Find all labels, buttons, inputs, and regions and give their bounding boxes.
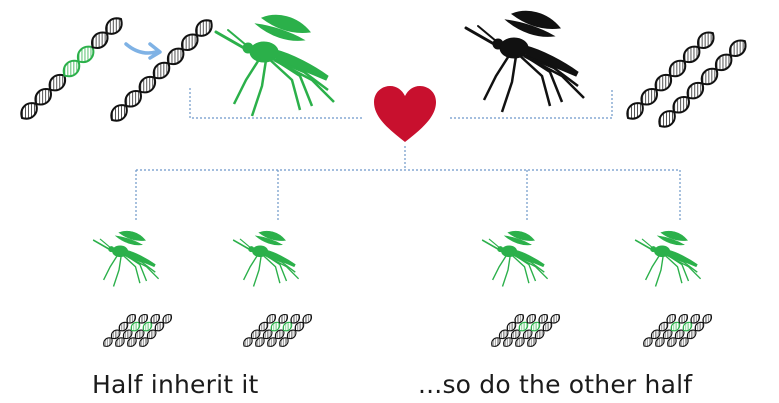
mosquito-black-icon bbox=[466, 11, 584, 112]
heart-icon bbox=[374, 86, 436, 142]
offspring-4-dna-icon bbox=[641, 312, 713, 348]
caption-left: Half inherit it bbox=[92, 370, 259, 399]
mosquito-green-icon bbox=[216, 15, 334, 116]
modified-dna-icon bbox=[107, 16, 216, 125]
offspring-1-dna-icon bbox=[101, 312, 173, 348]
offspring-4-mosquito-icon bbox=[636, 231, 701, 286]
insert-arrow-icon bbox=[126, 44, 160, 58]
wild-dna-icon bbox=[623, 28, 749, 130]
offspring-2-dna-icon bbox=[241, 312, 313, 348]
offspring-3-mosquito-icon bbox=[483, 231, 548, 286]
offspring-1-mosquito-icon bbox=[94, 231, 159, 286]
offspring-2-mosquito-icon bbox=[234, 231, 299, 286]
offspring-3-dna-icon bbox=[489, 312, 561, 348]
source-dna-with-gene-icon bbox=[17, 14, 126, 123]
caption-right: ...so do the other half bbox=[418, 370, 692, 399]
